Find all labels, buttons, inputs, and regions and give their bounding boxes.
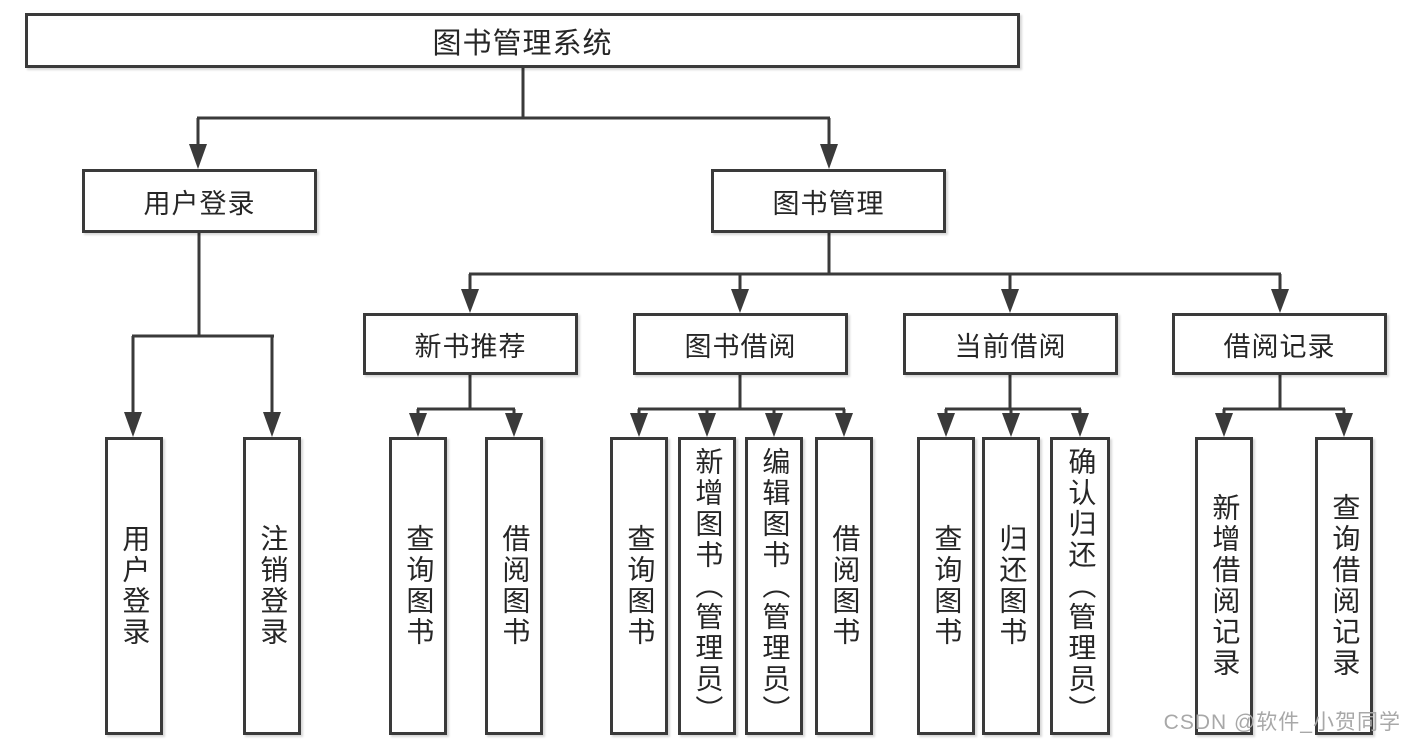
node-leaf-logout: 注销登录 <box>243 437 301 735</box>
node-leaf-return-books: 归还图书 <box>982 437 1040 735</box>
node-leaf-user-login: 用户登录 <box>105 437 163 735</box>
node-leaf-query-books-2: 查询图书 <box>610 437 668 735</box>
node-root: 图书管理系统 <box>25 13 1020 68</box>
watermark: CSDN @软件_小贺同学 <box>1163 711 1401 734</box>
node-book-borrowing: 图书借阅 <box>633 313 848 375</box>
node-leaf-query-borrow-record: 查询借阅记录 <box>1315 437 1373 735</box>
node-leaf-borrow-books-1: 借阅图书 <box>485 437 543 735</box>
node-book-management: 图书管理 <box>711 169 946 233</box>
node-leaf-add-books-admin: 新增图书（管理员） <box>678 437 736 735</box>
arrowheads <box>124 144 1353 437</box>
node-leaf-edit-books-admin: 编辑图书（管理员） <box>745 437 803 735</box>
node-current-borrowing: 当前借阅 <box>903 313 1118 375</box>
node-borrowing-records: 借阅记录 <box>1172 313 1387 375</box>
node-new-book-recommend: 新书推荐 <box>363 313 578 375</box>
node-leaf-query-books-1: 查询图书 <box>389 437 447 735</box>
node-leaf-query-books-3: 查询图书 <box>917 437 975 735</box>
node-leaf-add-borrow-record: 新增借阅记录 <box>1195 437 1253 735</box>
node-leaf-confirm-return-admin: 确认归还（管理员） <box>1050 437 1110 735</box>
node-leaf-borrow-books-2: 借阅图书 <box>815 437 873 735</box>
node-user-login: 用户登录 <box>82 169 317 233</box>
